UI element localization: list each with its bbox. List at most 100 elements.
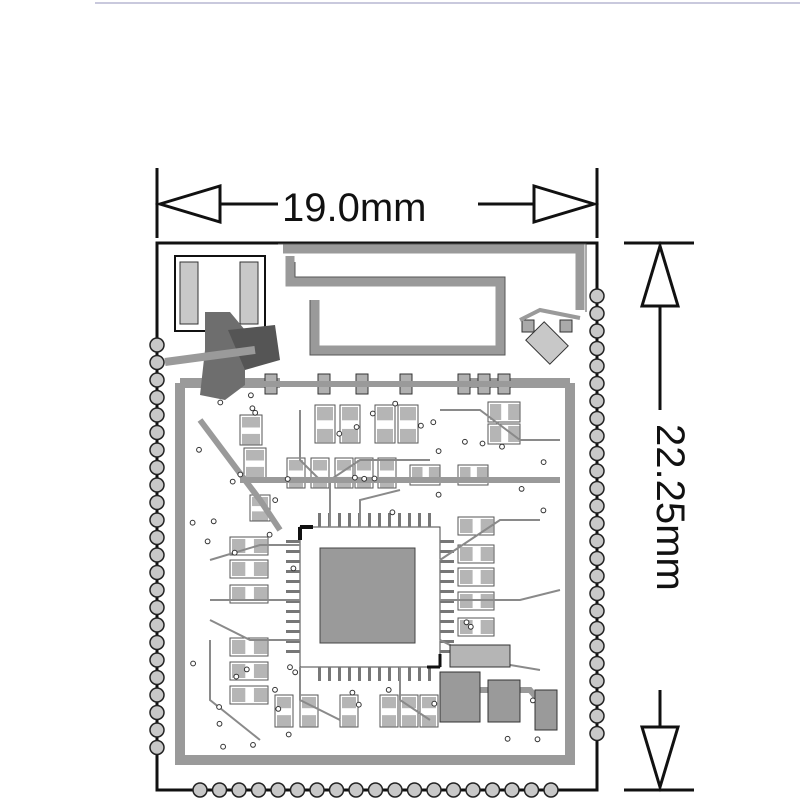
- castellated-pad: [589, 323, 605, 339]
- passive-component: [457, 544, 495, 564]
- passive-component: [243, 447, 267, 479]
- castellated-pad: [149, 442, 165, 458]
- castellated-pad: [589, 603, 605, 619]
- passive-component: [339, 404, 361, 444]
- passive-component: [314, 404, 336, 444]
- castellated-pad: [589, 428, 605, 444]
- castellated-pad: [589, 585, 605, 602]
- castellated-pad: [589, 550, 605, 567]
- antenna-outline: [278, 243, 587, 356]
- height-arrow-bottom: [639, 725, 681, 793]
- castellated-pad: [589, 568, 605, 584]
- vias: [189, 392, 547, 750]
- castellated-pad: [250, 782, 267, 798]
- passive-component: [377, 457, 397, 489]
- width-arrow-right: [532, 183, 600, 225]
- castellated-pad: [589, 340, 605, 357]
- passive-component: [229, 685, 269, 705]
- castellated-pad: [149, 687, 165, 703]
- castellated-pad: [406, 782, 423, 798]
- castellated-pad: [149, 564, 165, 581]
- castellated-pad: [589, 673, 605, 689]
- castellated-pad: [149, 494, 165, 511]
- castellated-pad: [149, 459, 165, 476]
- passive-component: [379, 694, 399, 728]
- passive-component: [229, 584, 269, 604]
- castellated-pad: [367, 782, 384, 798]
- castellated-pad: [149, 477, 165, 493]
- passive-component: [457, 617, 495, 637]
- top-left-component: [164, 255, 280, 400]
- castellated-pad: [445, 782, 462, 798]
- castellated-pad: [149, 407, 165, 423]
- passive-component: [397, 404, 419, 444]
- passive-component: [374, 404, 396, 444]
- castellated-pad: [589, 515, 605, 532]
- castellated-pad: [149, 652, 165, 668]
- castellated-pad: [149, 547, 165, 563]
- signal-traces: [209, 409, 561, 741]
- castellated-pad: [309, 782, 325, 798]
- passive-component: [229, 637, 269, 657]
- castellated-pad: [149, 617, 165, 633]
- castellated-pad: [589, 463, 605, 479]
- passive-component: [334, 457, 354, 489]
- rf-matching-component: [519, 307, 581, 365]
- castellated-pad: [149, 739, 165, 756]
- passive-component: [419, 694, 439, 728]
- main-ic: [286, 513, 454, 681]
- castellated-pad: [543, 782, 559, 798]
- castellated-pad: [149, 512, 165, 528]
- castellated-pad: [149, 704, 165, 721]
- width-dimension: [154, 168, 600, 238]
- castellated-pad: [589, 410, 605, 427]
- castellated-pad: [589, 708, 605, 724]
- castellated-pad: [589, 375, 605, 392]
- castellated-pad: [149, 669, 165, 686]
- passive-component: [457, 567, 495, 587]
- castellated-pad: [589, 480, 605, 497]
- castellated-pad: [589, 288, 605, 304]
- castellated-pad: [149, 722, 165, 738]
- bottom-right-components: [439, 644, 558, 731]
- castellated-pad: [149, 634, 165, 651]
- castellated-pad: [149, 529, 165, 546]
- width-dimension-label: 19.0mm: [278, 186, 431, 231]
- castellated-pad: [465, 782, 481, 798]
- castellated-pad: [149, 582, 165, 598]
- castellated-pad: [589, 498, 605, 514]
- castellated-pad: [149, 372, 165, 388]
- castellated-pad: [589, 305, 605, 322]
- castellated-pad: [149, 424, 165, 441]
- castellated-pad: [192, 782, 208, 798]
- height-dimension-label: 22.25mm: [647, 420, 692, 595]
- castellated-pad: [504, 782, 520, 798]
- castellated-pad: [387, 782, 403, 798]
- castellated-pad: [589, 638, 605, 654]
- castellated-pad: [484, 782, 501, 798]
- width-arrow-left: [154, 183, 222, 225]
- castellated-pad: [211, 782, 228, 798]
- antenna-trace: [283, 244, 585, 355]
- castellated-pad: [289, 782, 306, 798]
- castellated-pad: [348, 782, 364, 798]
- castellated-pads-right: [589, 288, 605, 742]
- height-arrow-top: [639, 240, 681, 308]
- castellated-pad: [589, 655, 605, 672]
- castellated-pad: [589, 620, 605, 637]
- passive-component: [299, 694, 319, 728]
- passive-component: [274, 694, 294, 728]
- castellated-pad: [149, 354, 165, 371]
- castellated-pad: [328, 782, 345, 798]
- castellated-pad: [589, 445, 605, 462]
- height-dimension: [624, 240, 694, 793]
- castellated-pad: [589, 358, 605, 374]
- castellated-pad: [589, 690, 605, 707]
- passive-component: [487, 401, 521, 423]
- passive-component: [229, 559, 269, 579]
- castellated-pads-bottom: [192, 782, 559, 798]
- castellated-pad: [589, 393, 605, 409]
- castellated-pad: [149, 389, 165, 406]
- castellated-pad: [589, 725, 605, 742]
